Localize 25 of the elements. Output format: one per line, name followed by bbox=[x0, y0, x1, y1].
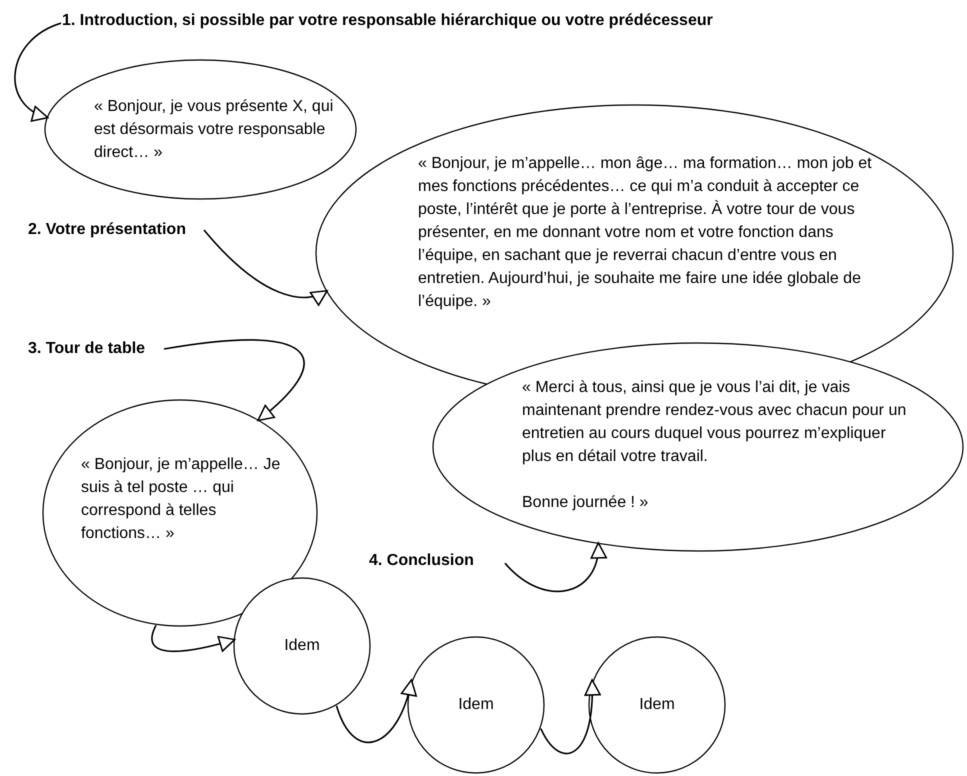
quote-text: « Bonjour, je vous présente X, qui est désormais votre responsable direct… » bbox=[94, 97, 334, 163]
curved-arrow bbox=[336, 679, 416, 744]
quote-text: « Merci à tous, ainsi que je vous l’ai dit, je vais maintenant prendre rendez-vous avec chacun pour un entretien au cours duquel vous pourrez m’expliquer plus en détail votre travail. bbox=[522, 378, 907, 467]
curved-arrow bbox=[540, 679, 600, 754]
step-heading: 3. Tour de table bbox=[28, 338, 163, 360]
curved-arrow bbox=[203, 229, 328, 306]
quote-text: « Bonjour, je m’appelle… Je suis à tel poste … qui correspond à telles fonctions… » bbox=[81, 455, 282, 544]
curved-arrow bbox=[14, 22, 62, 120]
quote-text: Bonne journée ! » bbox=[522, 493, 650, 513]
curved-arrow bbox=[164, 339, 305, 422]
speech-bubble bbox=[44, 59, 357, 200]
quote-text: « Bonjour, je m’appelle… mon âge… ma formation… mon job et mes fonctions précédentes… ce qui m’a conduit à accepter ce poste, l’intérêt que je porte à l’entreprise. À votre tour de vous présenter, en me donnant votre nom et votre fonction dans l’équipe, en sachant que je reverrai chacun d’entre vous en entretien. Aujourd’hui, je souhaite me faire une idée globale de l’équipe. » bbox=[418, 154, 873, 312]
curved-arrow bbox=[151, 624, 236, 652]
bubble-text: Idem bbox=[284, 636, 320, 656]
bubble-text: Idem bbox=[639, 695, 675, 715]
speech-circle bbox=[588, 636, 726, 774]
speech-circle bbox=[233, 577, 371, 715]
bubble-text: Idem bbox=[458, 695, 494, 715]
curved-arrow bbox=[504, 542, 606, 592]
step-heading: 4. Conclusion bbox=[369, 550, 504, 572]
speech-bubble bbox=[432, 342, 964, 552]
speech-circle bbox=[407, 636, 545, 774]
speech-bubble bbox=[42, 399, 318, 627]
step-heading: 2. Votre présentation bbox=[28, 219, 203, 241]
step-heading: 1. Introduction, si possible par votre responsable hiérarchique ou votre prédécesseur bbox=[62, 10, 942, 32]
